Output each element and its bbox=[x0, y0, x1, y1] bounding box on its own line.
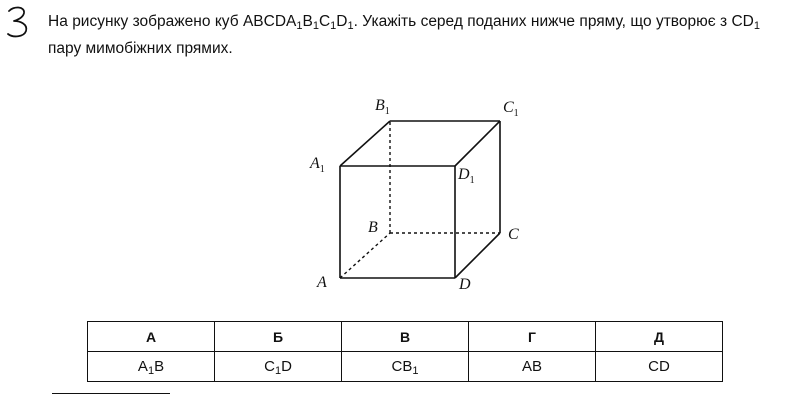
vertex-label-D: D bbox=[458, 276, 471, 293]
question-text-part: D bbox=[336, 13, 348, 30]
answer-header-g: Г bbox=[468, 321, 596, 352]
vertex-label-D1: D1 bbox=[457, 166, 475, 186]
vertex-label-B1: B1 bbox=[375, 97, 390, 117]
answer-option-v[interactable]: CB1 bbox=[341, 351, 469, 382]
answer-underline bbox=[52, 393, 170, 394]
answer-header-row: А Б В Г Д bbox=[87, 321, 723, 352]
answer-option-a[interactable]: A1B bbox=[87, 351, 215, 382]
answer-header-a: А bbox=[87, 321, 215, 352]
vertex-label-C: C bbox=[508, 226, 519, 243]
answer-option-d[interactable]: CD bbox=[595, 351, 723, 382]
answer-option-b[interactable]: C1D bbox=[214, 351, 342, 382]
cube-figure: A B C D A1 B1 C1 D1 bbox=[309, 97, 519, 293]
vertex-label-B: B bbox=[368, 219, 378, 236]
answer-header-b: Б bbox=[214, 321, 342, 352]
vertex-label-C1: C1 bbox=[503, 99, 519, 119]
question-text-part: 1 bbox=[312, 20, 319, 32]
question-text-part: 1 bbox=[330, 20, 337, 32]
question-number-handwritten: 3 bbox=[7, 6, 28, 38]
answer-option-g[interactable]: AB bbox=[468, 351, 596, 382]
question-text-part: B bbox=[302, 13, 313, 30]
vertex-label-A: A bbox=[316, 274, 327, 291]
question-text-part: 1 bbox=[753, 20, 760, 32]
edge-A-B-hidden bbox=[339, 232, 391, 279]
vertex-label-A1: A1 bbox=[309, 155, 325, 175]
answer-options-table: А Б В Г Д A1B C1D CB1 AB CD bbox=[87, 321, 723, 382]
answer-header-v: В bbox=[341, 321, 469, 352]
edge-A1-B1 bbox=[339, 120, 391, 167]
edge-C-D bbox=[454, 232, 501, 279]
answer-header-d: Д bbox=[595, 321, 723, 352]
question-text-part: На рисунку зображено куб ABCDA bbox=[48, 13, 297, 30]
question-text-part: 1 bbox=[347, 20, 354, 32]
question-text-part: . Укажіть серед поданих нижче пряму, що … bbox=[353, 13, 754, 30]
edge-C1-D1 bbox=[454, 120, 501, 167]
question-text-part: 1 bbox=[296, 20, 303, 32]
question-text: На рисунку зображено куб ABCDA1B1C1D1. У… bbox=[48, 8, 760, 62]
question-text-part: C bbox=[318, 13, 331, 30]
question-text-part: пару мимобіжних прямих. bbox=[48, 40, 233, 57]
answer-option-row: A1B C1D CB1 AB CD bbox=[87, 351, 723, 382]
